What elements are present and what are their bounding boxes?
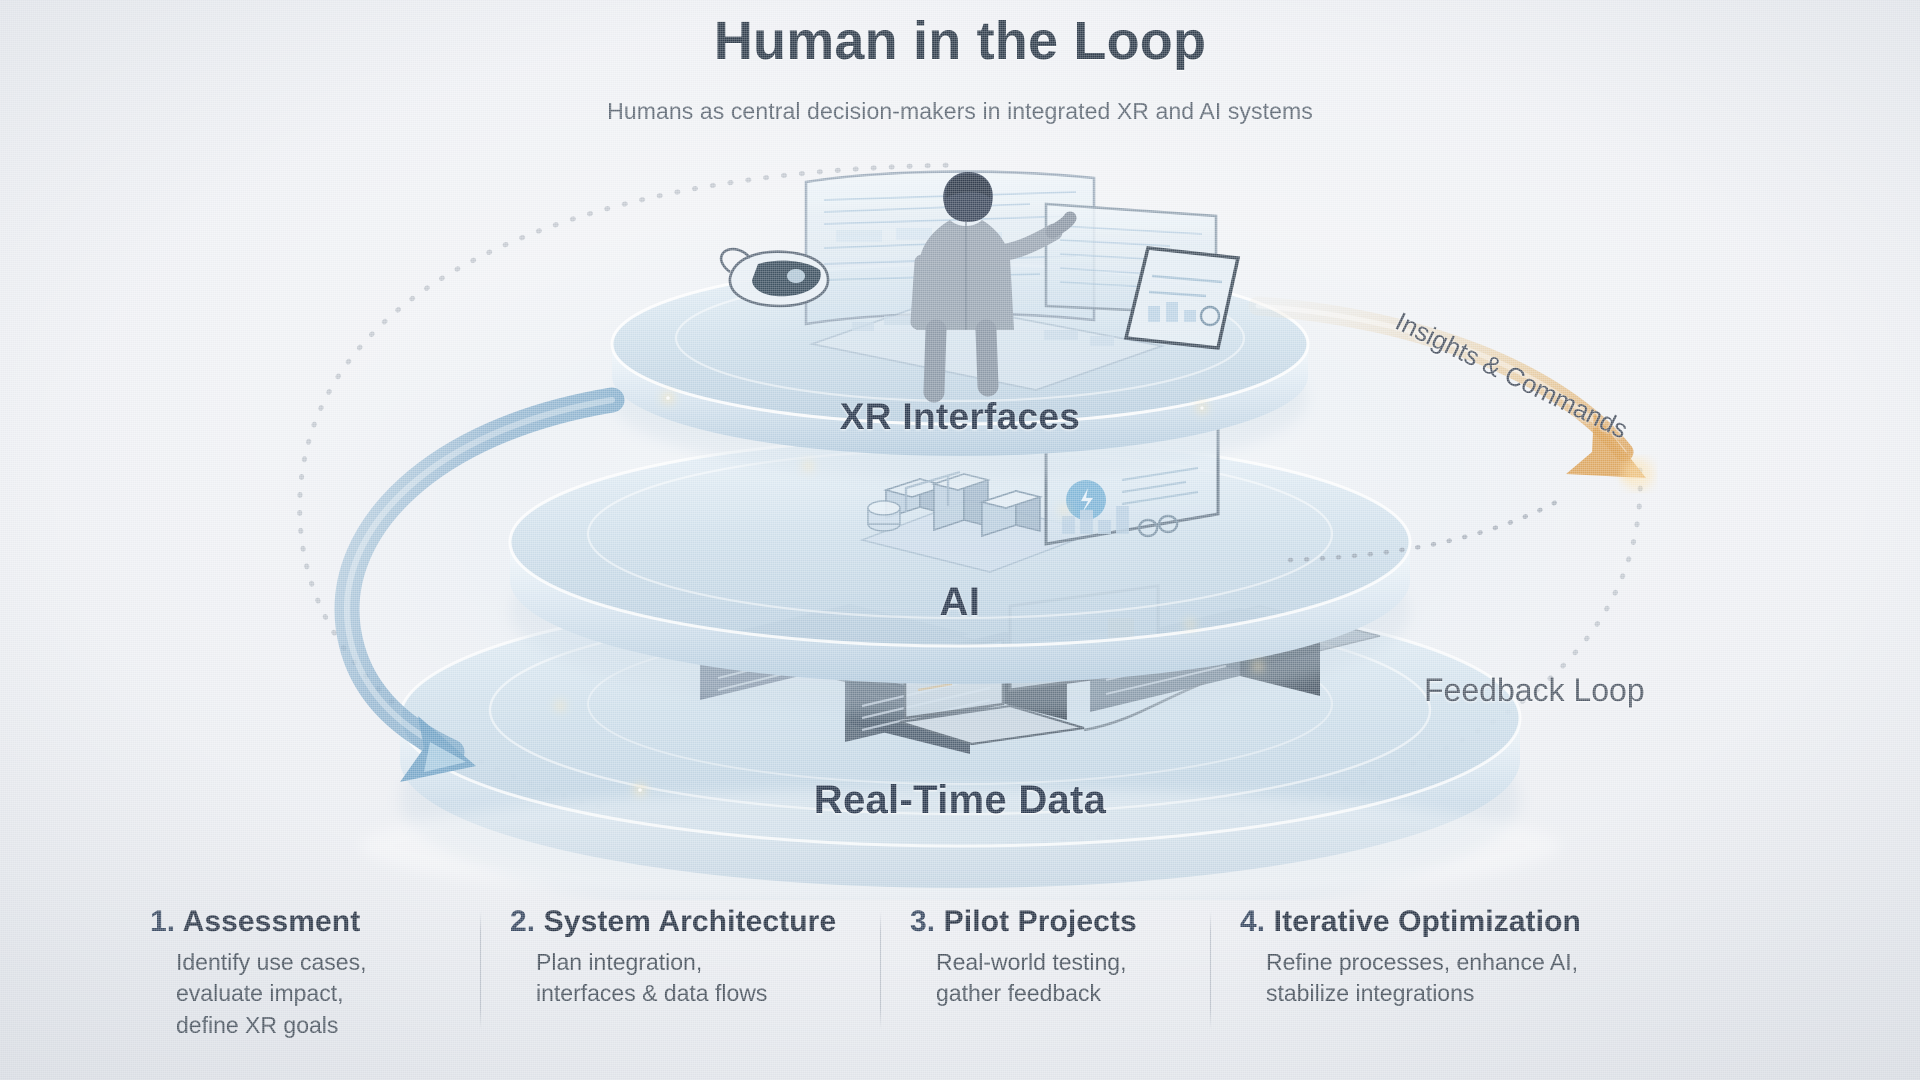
step-line: gather feedback [936,980,1101,1007]
illustration-digital-twin [859,420,1220,573]
step-number: 1. [150,905,176,938]
step-title: Pilot Projects [943,905,1137,938]
step-line: Real-world testing, [936,948,1127,975]
step-title: System Architecture [543,905,837,938]
vr-headset-icon [719,247,830,308]
step-title: Iterative Optimization [1273,905,1581,938]
step-line: interfaces & data flows [536,980,768,1007]
step-description: Plan integration, interfaces & data flow… [536,947,854,1010]
tablet-icon [1123,246,1241,350]
page-subtitle: Humans as central decision-makers in int… [607,98,1313,124]
step-item-assessment: 1. Assessment Identify use cases, evalua… [150,905,480,1042]
step-heading: 3. Pilot Projects [910,905,1184,939]
step-heading: 1. Assessment [150,905,454,939]
step-item-iterative-optimization: 4. Iterative Optimization Refine process… [1210,905,1640,1030]
step-line: evaluate impact, [176,980,344,1007]
step-item-system-architecture: 2. System Architecture Plan integration,… [480,905,880,1030]
step-description: Real-world testing, gather feedback [936,947,1184,1010]
step-line: define XR goals [176,1012,339,1039]
step-heading: 4. Iterative Optimization [1240,905,1614,939]
step-description: Refine processes, enhance AI, stabilize … [1266,947,1614,1010]
layered-diagram: XR Interfaces AI Real-Time Data Insights… [270,162,1654,900]
flow-arrow-insights-commands [1248,296,1654,490]
person-figure [910,172,1077,403]
step-number: 3. [910,905,936,938]
step-number: 2. [510,905,536,938]
step-description: Identify use cases, evaluate impact, def… [176,947,454,1042]
flow-arrow-loop-left [334,387,625,782]
step-number: 4. [1240,905,1266,938]
process-steps: 1. Assessment Identify use cases, evalua… [150,905,1790,1065]
illustration-human-control-station [719,170,1241,403]
step-line: Plan integration, [536,948,703,975]
step-line: stabilize integrations [1266,980,1475,1007]
step-item-pilot-projects: 3. Pilot Projects Real-world testing, ga… [880,905,1210,1030]
step-line: Identify use cases, [176,948,367,975]
page-title: Human in the Loop [713,11,1207,71]
step-heading: 2. System Architecture [510,905,854,939]
step-line: Refine processes, enhance AI, [1266,948,1578,975]
step-title: Assessment [182,905,361,938]
